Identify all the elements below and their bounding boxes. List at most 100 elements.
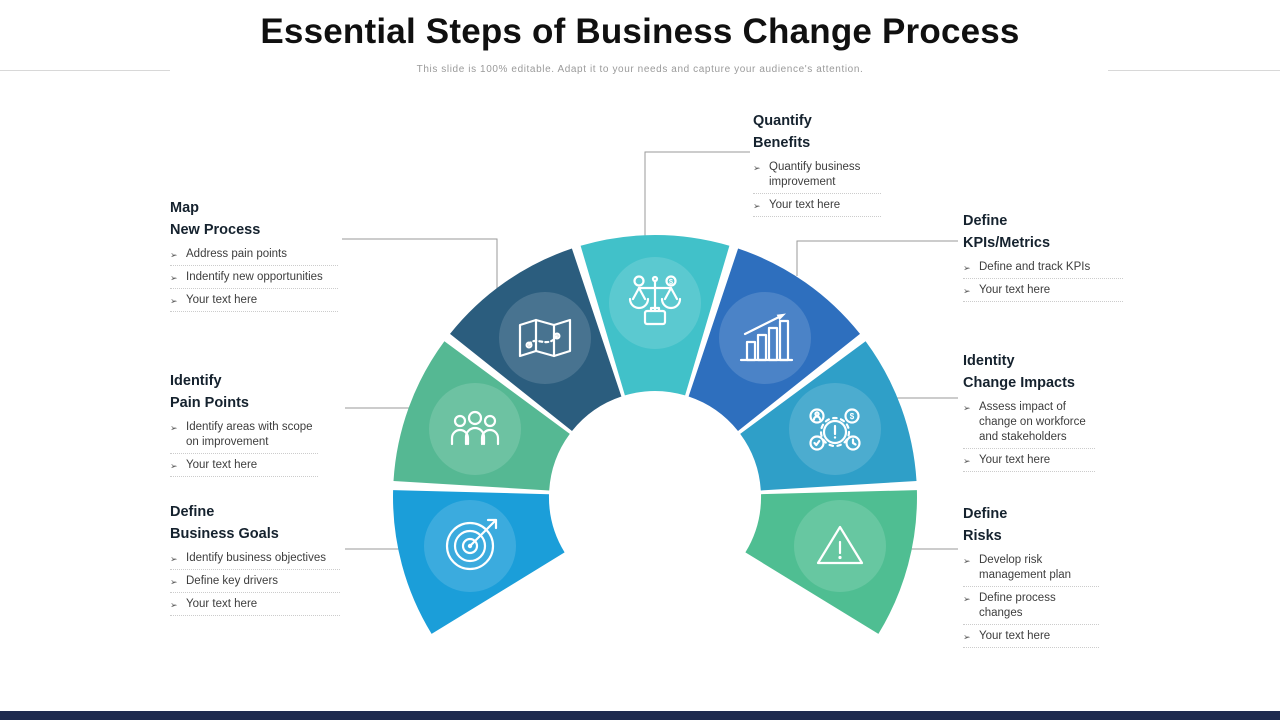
- bullet-arrow-icon: ➢: [170, 273, 178, 283]
- callout-identify-pain-points: Identify Pain Points ➢Identify areas wit…: [170, 370, 318, 481]
- callout-heading: Define Business Goals: [170, 501, 340, 545]
- segment-define-kpis-metrics: [688, 248, 860, 431]
- bullet-item: ➢ Your text here: [170, 293, 338, 312]
- bullet-item: ➢ Your text here: [963, 453, 1095, 472]
- connector-map-new-process: [342, 238, 498, 298]
- heading-line-2: KPIs/Metrics: [963, 235, 1051, 251]
- bullet-arrow-icon: ➢: [170, 554, 178, 564]
- bullet-item: ➢ Develop risk management plan: [963, 553, 1099, 587]
- segment-identity-change-impacts: [740, 341, 917, 491]
- bullet-item: ➢ Define process changes: [963, 591, 1099, 625]
- segment-define-business-goals: [393, 490, 565, 634]
- bullet-arrow-icon: ➢: [170, 423, 178, 433]
- heading-line-1: Quantify: [753, 113, 812, 129]
- bullet-arrow-icon: ➢: [170, 600, 178, 610]
- connector-quantify-benefits: [644, 151, 750, 236]
- icon-halo: [499, 292, 591, 384]
- bullet-text: Your text here: [769, 199, 841, 211]
- heading-line-1: Define: [963, 506, 1008, 522]
- map-icon: [518, 318, 572, 358]
- bullet-arrow-icon: ➢: [963, 263, 971, 273]
- heading-line-1: Identity: [963, 353, 1015, 369]
- heading-line-2: Change Impacts: [963, 375, 1075, 391]
- callout-heading: Identity Change Impacts: [963, 350, 1095, 394]
- bullet-text: Your text here: [979, 630, 1051, 642]
- callout-define-kpis-metrics: Define KPIs/Metrics ➢ Define and track KP…: [963, 210, 1123, 306]
- heading-line-2: Pain Points: [170, 395, 249, 411]
- bullet-text: Define process changes: [979, 592, 1056, 619]
- callout-heading: Map New Process: [170, 197, 338, 241]
- bullet-item: ➢ Your text here: [963, 283, 1123, 302]
- bullet-list: ➢ Quantify business improvement ➢ Your tex…: [753, 160, 881, 217]
- bullet-arrow-icon: ➢: [170, 577, 178, 587]
- bullet-arrow-icon: ➢: [170, 461, 178, 471]
- bullet-arrow-icon: ➢: [170, 296, 178, 306]
- bullet-text: Your text here: [979, 454, 1051, 466]
- bullet-arrow-icon: ➢: [963, 556, 971, 566]
- subtitle: This slide is 100% editable. Adapt it to…: [416, 64, 864, 75]
- heading-line-2: New Process: [170, 222, 261, 238]
- bullet-text: Address pain points: [186, 248, 288, 260]
- callout-heading: Define KPIs/Metrics: [963, 210, 1123, 254]
- bullet-text: Your text here: [186, 459, 258, 471]
- bullet-item: ➢ Quantify business improvement: [753, 160, 881, 194]
- bullet-list: ➢Address pain points ➢Indentify new oppo…: [170, 247, 338, 312]
- gear-impacts-icon: $: [809, 408, 861, 451]
- bullet-item: ➢Identify areas with scope on improvemen…: [170, 420, 318, 454]
- bullet-item: ➢ Assess impact of change on workforce an…: [963, 400, 1095, 449]
- bullet-text: Assess impact of change on workforce and…: [979, 401, 1086, 443]
- people-icon: [450, 410, 500, 446]
- bullet-item: ➢ Your text here: [753, 198, 881, 217]
- bullet-item: ➢Address pain points: [170, 247, 338, 266]
- bullet-list: ➢ Assess impact of change on workforce an…: [963, 400, 1095, 472]
- bullet-arrow-icon: ➢: [963, 632, 971, 642]
- bullet-text: Indentify new opportunities: [186, 271, 323, 283]
- page-title: Essential Steps of Business Change Proce…: [260, 12, 1020, 51]
- callout-heading: Quantify Benefits: [753, 110, 881, 154]
- bullet-text: Identify business objectives: [186, 552, 326, 564]
- bullet-arrow-icon: ➢: [963, 403, 971, 413]
- bullet-text: Develop risk management plan: [979, 554, 1072, 581]
- callout-map-new-process: Map New Process ➢Address pain points ➢In…: [170, 197, 338, 316]
- bullet-arrow-icon: ➢: [963, 456, 971, 466]
- bullet-item: ➢ Your text here: [170, 458, 318, 477]
- bullet-list: ➢ Define and track KPIs ➢ Your text here: [963, 260, 1123, 302]
- bullet-text: Your text here: [186, 294, 258, 306]
- bar-chart-icon: [739, 313, 794, 362]
- bullet-text: Define key drivers: [186, 575, 279, 587]
- bullet-list: ➢ Develop risk management plan ➢ Define pr…: [963, 553, 1099, 648]
- callout-define-risks: Define Risks ➢Develop risk management pl…: [963, 503, 1099, 652]
- bullet-arrow-icon: ➢: [963, 286, 971, 296]
- segment-icons: $: [424, 257, 886, 592]
- bullet-text: Your text here: [979, 284, 1051, 296]
- bullet-item: ➢ Identify business objectives: [170, 551, 340, 570]
- bullet-item: ➢ Indentify new opportunities: [170, 270, 338, 289]
- decor-line-left: [0, 70, 170, 71]
- bullet-text: Quantify business improvement: [769, 161, 861, 188]
- warning-icon: [816, 525, 864, 565]
- bullet-text: Your text here: [186, 598, 258, 610]
- callout-heading: Identify Pain Points: [170, 370, 318, 414]
- dollar-glyph: $: [669, 277, 674, 286]
- bullet-text: Define and track KPIs: [979, 261, 1091, 273]
- bullet-arrow-icon: ➢: [753, 163, 761, 173]
- segment-quantify-benefits: [580, 235, 730, 396]
- bullet-list: ➢Identify areas with scope on improvemen…: [170, 420, 318, 477]
- bullet-item: ➢ Your text here: [170, 597, 340, 616]
- callout-identity-change-impacts: Identity Change Impacts ➢ Assess impact o…: [963, 350, 1095, 476]
- bullet-item: ➢ Define and track KPIs: [963, 260, 1123, 279]
- heading-line-1: Define: [963, 213, 1008, 229]
- bullet-arrow-icon: ➢: [753, 201, 761, 211]
- balance-money-icon: $: [628, 275, 682, 326]
- decor-line-right: [1108, 70, 1280, 71]
- target-icon: [445, 518, 498, 571]
- bullet-item: ➢ Define key drivers: [170, 574, 340, 593]
- dollar-glyph: $: [850, 412, 855, 421]
- heading-line-1: Define: [170, 504, 215, 520]
- heading-line-1: Map: [170, 200, 199, 216]
- bullet-arrow-icon: ➢: [963, 594, 971, 604]
- heading-line-1: Identify: [170, 373, 222, 389]
- heading-line-2: Business Goals: [170, 526, 279, 542]
